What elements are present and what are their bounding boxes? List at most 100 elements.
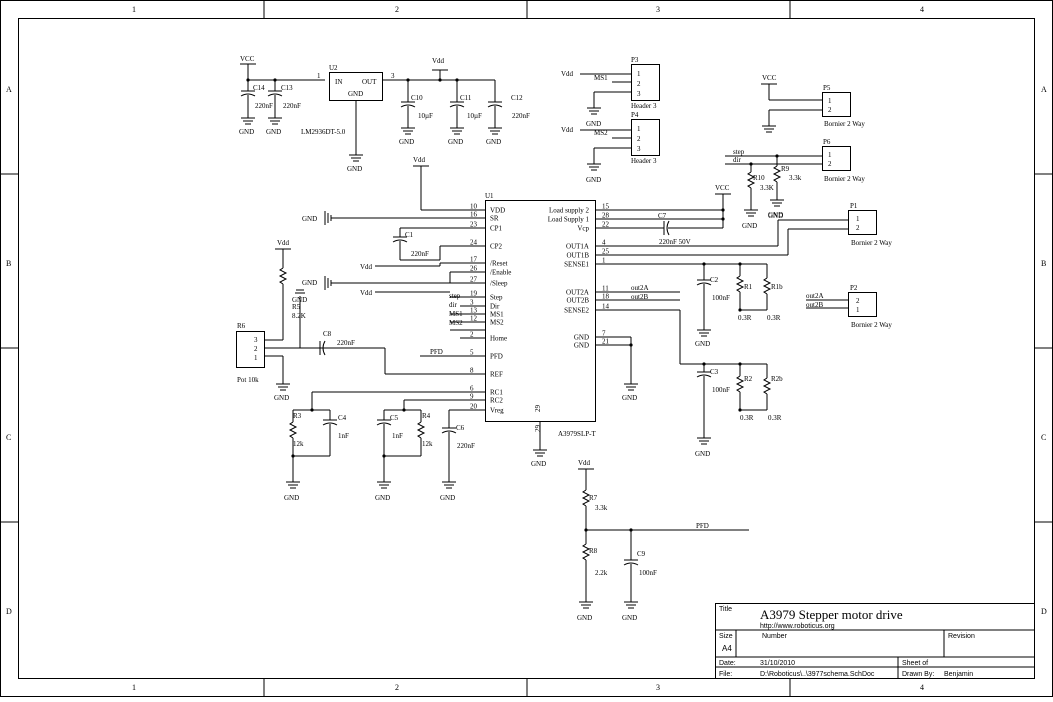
u1-pin-number: 16 [470,211,478,219]
gnd-symbol: GND [399,127,415,146]
u1-pin-name: Load Supply 1 [548,216,590,224]
u1-pin-name: CP1 [490,225,503,233]
u1-pin-number: 4 [602,239,606,247]
svg-text:MS1: MS1 [449,310,463,318]
svg-text:R8: R8 [589,547,598,555]
svg-text:Bornier 2 Way: Bornier 2 Way [824,120,865,128]
title-block: Title A3979 Stepper motor drive http://w… [715,603,1035,679]
svg-text:1: 1 [856,306,860,314]
svg-text:29: 29 [534,425,542,433]
bornier-p5: P5 1 2 Bornier 2 Way VCC [761,74,865,133]
u1-pin-number: 28 [602,212,610,220]
svg-text:VCC: VCC [715,184,730,192]
u1-pin-name: Vcp [577,225,589,233]
u1-right-wiring: VCC C7 220nF 50V GND C2 100nF [620,184,848,458]
svg-text:2: 2 [637,80,641,88]
svg-text:PFD: PFD [430,348,443,356]
svg-text:GND: GND [695,450,710,458]
svg-text:220nF: 220nF [457,442,475,450]
svg-text:dir: dir [733,156,741,164]
c11-value: 10µF [467,112,482,120]
pot-r6 [236,331,265,368]
svg-text:R6: R6 [237,322,246,330]
svg-text:2: 2 [637,135,641,143]
u1-pin-number: 26 [470,265,478,273]
c12-ref: C12 [511,94,523,102]
svg-text:100nF: 100nF [639,569,657,577]
svg-text:GND: GND [399,138,414,146]
svg-text:GND: GND [742,222,757,230]
c13-value: 220nF [283,102,301,110]
svg-text:2: 2 [856,224,860,232]
bornier-p1: P1 1 2 Bornier 2 Way [848,202,892,247]
u1-pin-name: Dir [490,303,500,311]
svg-text:C9: C9 [637,550,646,558]
svg-text:12k: 12k [293,440,304,448]
date-value: 31/10/2010 [760,660,795,667]
u1-pin-number: 7 [602,330,606,338]
svg-text:R10: R10 [753,174,765,182]
svg-text:C8: C8 [323,330,332,338]
svg-text:0.3R: 0.3R [767,314,781,322]
svg-text:GND: GND [347,165,362,173]
u1-pin-name: /Enable [490,269,511,277]
u1-pin-name: Vreg [490,407,504,415]
svg-text:R1b: R1b [771,283,783,291]
u1-pin-number: 3 [470,299,474,307]
u1-pin-number: 22 [602,221,610,229]
svg-text:C4: C4 [338,414,347,422]
svg-text:MS1: MS1 [594,74,608,82]
u1-pin-name: /Reset [490,260,508,268]
gnd-symbol: GND [486,127,502,146]
svg-text:GND: GND [622,394,637,402]
row-label: A [6,85,12,94]
size-label: Size [719,633,733,640]
u1-pin-number: 18 [602,293,610,301]
u1-pin-name: SR [490,215,499,223]
svg-text:step: step [449,292,461,300]
row-label: B [6,259,11,268]
svg-text:GND: GND [266,128,281,136]
u1-pin-number: 11 [602,285,609,293]
svg-text:Vdd: Vdd [360,263,373,271]
svg-text:out2A: out2A [631,284,649,292]
svg-text:Bornier 2 Way: Bornier 2 Way [851,321,892,329]
svg-text:out2A: out2A [806,292,824,300]
svg-text:1nF: 1nF [392,432,403,440]
svg-text:GND: GND [302,279,317,287]
svg-text:Vdd: Vdd [360,289,373,297]
header-p3: P3 1 2 3 Header 3 Vdd MS1 GND [561,56,660,128]
svg-text:3.3k: 3.3k [789,174,802,182]
svg-text:GND: GND [768,212,783,220]
u1-pin-number: 5 [470,349,474,357]
svg-text:R4: R4 [422,412,431,420]
number-label: Number [762,633,788,640]
svg-text:29: 29 [534,405,542,413]
svg-text:R2b: R2b [771,375,783,383]
svg-text:3: 3 [637,145,641,153]
svg-text:8.2K: 8.2K [292,312,306,320]
row-label: D [6,607,12,616]
svg-text:1: 1 [637,70,641,78]
u2-pin-number: 1 [317,72,321,80]
sheet-label: Sheet of [902,660,928,667]
u1-pin-name: Load supply 2 [549,207,590,215]
u1-pin-number: 13 [470,307,478,315]
u2-gnd-pin: GND [348,90,363,98]
title-label: Title [719,606,732,613]
file-label: File: [719,671,732,678]
column-label: 1 [132,5,136,14]
svg-text:0.3R: 0.3R [768,414,782,422]
column-label: 2 [395,5,399,14]
svg-text:GND: GND [284,494,299,502]
u1-pin-name: CP2 [490,243,503,251]
svg-text:0.3R: 0.3R [738,314,752,322]
drawn-by-value: Benjamin [944,671,973,678]
svg-text:GND: GND [292,296,307,304]
u1-pin-number: 27 [470,276,478,284]
svg-text:C3: C3 [710,368,719,376]
u1-a3979: U1 A3979SLP-T 29 29 GND [485,192,596,468]
column-label: 2 [395,683,399,692]
